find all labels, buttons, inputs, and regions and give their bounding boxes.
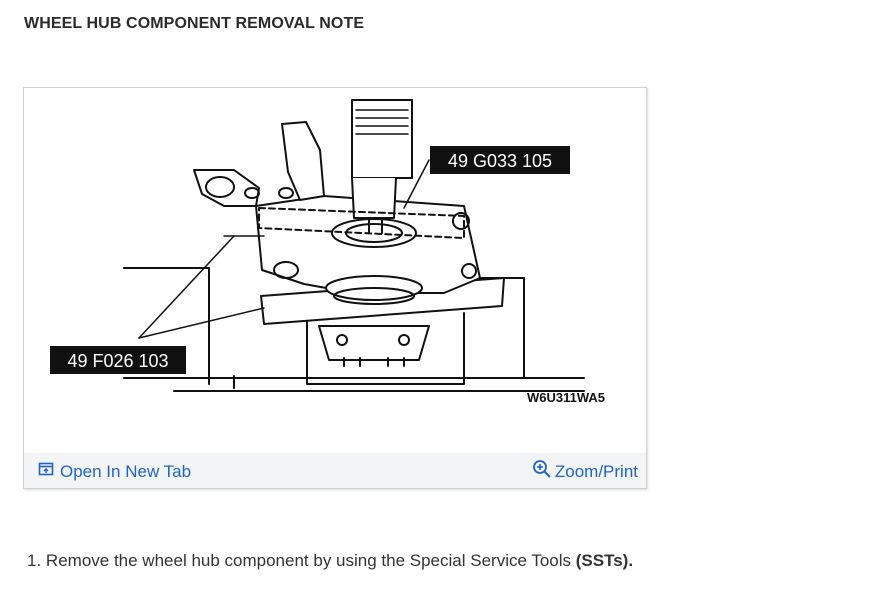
callout-upper-tool: 49 G033 105: [448, 151, 552, 171]
zoom-print-link[interactable]: Zoom/Print: [532, 459, 638, 484]
callout-lower-tool: 49 F026 103: [67, 351, 168, 371]
diagram-svg: 49 G033 105 49 F026 103 W6U311WA5: [50, 99, 605, 405]
callout-lower-box: [50, 346, 186, 374]
page-title: WHEEL HUB COMPONENT REMOVAL NOTE: [24, 15, 365, 32]
callout-upper-box: [430, 146, 570, 174]
open-in-new-tab-icon: [38, 461, 54, 482]
step-number: 1.: [27, 551, 42, 570]
open-in-new-tab-label: Open In New Tab: [60, 461, 192, 481]
step-text: Remove the wheel hub component by using …: [45, 551, 572, 570]
figure-code: W6U311WA5: [527, 390, 605, 405]
zoom-print-label: Zoom/Print: [554, 461, 638, 481]
open-in-new-tab-link[interactable]: Open In New Tab: [38, 461, 191, 482]
instruction-step: 1. Remove the wheel hub component by usi…: [27, 551, 633, 571]
zoom-in-icon: [532, 459, 552, 484]
figure-footer: Open In New Tab Zoom/Print: [24, 453, 646, 488]
wheel-hub-diagram[interactable]: 49 G033 105 49 F026 103 W6U311WA5: [24, 88, 646, 453]
figure-card: 49 G033 105 49 F026 103 W6U311WA5 Open I…: [23, 87, 647, 489]
step-emphasis: (SSTs).: [575, 551, 634, 570]
